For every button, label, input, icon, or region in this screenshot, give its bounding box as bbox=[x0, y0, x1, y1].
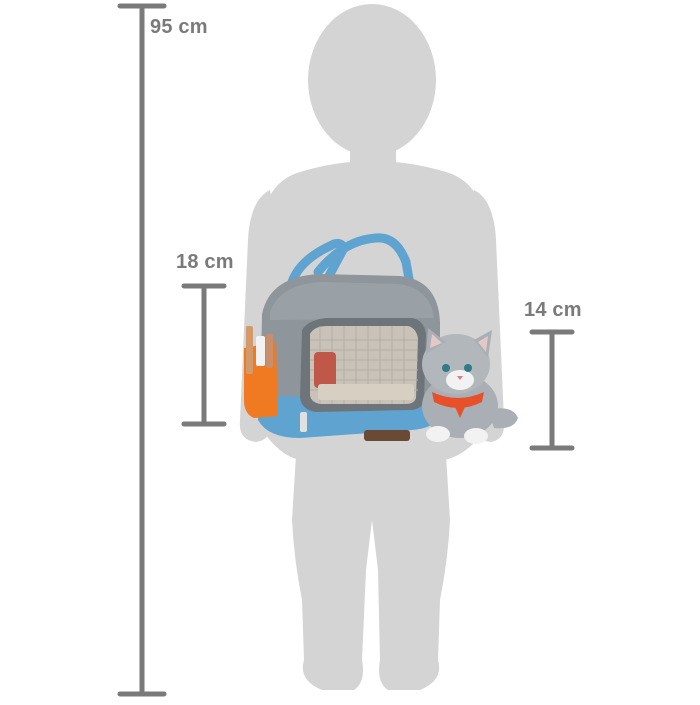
label-bag-height: 18 cm bbox=[176, 251, 234, 273]
label-cat-height: 14 cm bbox=[524, 299, 582, 321]
plush-cat bbox=[422, 328, 518, 444]
pet-carrier-bag bbox=[244, 233, 444, 438]
comb bbox=[266, 334, 273, 368]
dimension-line-18cm bbox=[181, 283, 227, 427]
zipper-pull bbox=[300, 412, 307, 432]
bottle bbox=[256, 336, 265, 366]
dimension-line-14cm bbox=[529, 329, 575, 451]
brush-handle bbox=[246, 326, 253, 374]
cushion bbox=[318, 384, 414, 400]
dimension-line-95cm bbox=[117, 3, 167, 697]
cat-eye-right bbox=[464, 364, 472, 372]
food-can bbox=[314, 352, 336, 388]
label-child-height: 95 cm bbox=[150, 16, 208, 38]
treat-stick bbox=[364, 430, 410, 441]
cat-eye-left bbox=[442, 364, 450, 372]
